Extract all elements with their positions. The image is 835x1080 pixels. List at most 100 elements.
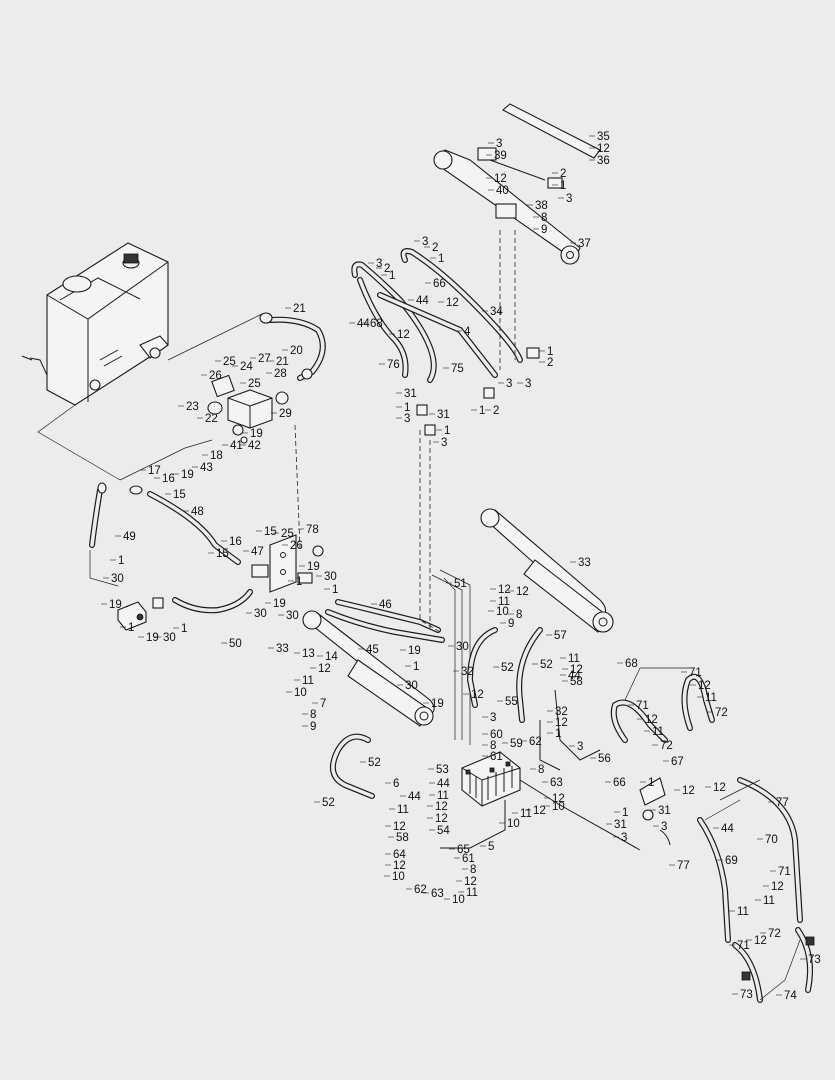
callout-12: 12 [645, 714, 658, 726]
callout-19: 19 [109, 599, 122, 611]
callout-19: 19 [273, 598, 286, 610]
callout-31: 31 [658, 805, 671, 817]
callout-12: 12 [393, 860, 406, 872]
callout-4: 4 [464, 326, 471, 338]
callout-7: 7 [320, 698, 326, 710]
callout-2: 2 [384, 263, 390, 275]
callout-11: 11 [568, 653, 580, 665]
callout-12: 12 [516, 586, 529, 598]
callout-36: 36 [597, 155, 610, 167]
callout-67: 67 [671, 756, 684, 768]
callout-11: 11 [302, 675, 314, 687]
callout-59: 59 [510, 738, 523, 750]
tilt-cylinder-top [433, 103, 601, 265]
callout-33: 33 [276, 643, 289, 655]
callout-72: 72 [660, 740, 673, 752]
callout-30: 30 [163, 632, 176, 644]
callout-54: 54 [437, 825, 450, 837]
callout-10: 10 [294, 687, 307, 699]
callout-31: 31 [437, 409, 450, 421]
callout-41: 41 [230, 440, 243, 452]
callout-12: 12 [435, 813, 448, 825]
callout-34: 34 [490, 306, 503, 318]
callout-53: 53 [436, 764, 449, 776]
callout-12: 12 [318, 663, 331, 675]
callout-10: 10 [452, 894, 465, 906]
callout-19: 19 [181, 469, 194, 481]
leader-lines-valve [431, 569, 471, 745]
callout-61: 61 [490, 751, 503, 763]
callout-68: 68 [370, 318, 383, 330]
callout-1: 1 [555, 728, 561, 740]
callout-8: 8 [516, 609, 522, 621]
callout-10: 10 [392, 871, 405, 883]
callout-63: 63 [431, 888, 444, 900]
callout-16: 16 [162, 473, 175, 485]
callout-44: 44 [416, 295, 429, 307]
leader-tank-pump [167, 313, 263, 361]
callout-22: 22 [205, 413, 218, 425]
callout-1: 1 [622, 807, 628, 819]
lift-cylinder-left [302, 610, 435, 727]
callout-3: 3 [404, 413, 410, 425]
callout-52: 52 [540, 659, 553, 671]
callout-30: 30 [324, 571, 337, 583]
callout-57: 57 [554, 630, 567, 642]
callout-12: 12 [597, 143, 610, 155]
callout-8: 8 [538, 764, 544, 776]
callout-14: 14 [325, 651, 338, 663]
callout-73: 73 [740, 989, 753, 1001]
callout-19: 19 [307, 561, 320, 573]
callout-62: 62 [529, 736, 542, 748]
callout-1: 1 [404, 402, 410, 414]
callout-1: 1 [389, 270, 395, 282]
callout-3: 3 [441, 437, 447, 449]
callout-30: 30 [456, 641, 469, 653]
callout-3: 3 [661, 821, 667, 833]
callout-8: 8 [470, 864, 476, 876]
callout-60: 60 [490, 729, 503, 741]
callout-44: 44 [408, 791, 421, 803]
return-hoses [89, 482, 241, 587]
callout-11: 11 [652, 726, 664, 738]
callout-12: 12 [498, 584, 511, 596]
callout-1: 1 [332, 584, 338, 596]
callout-3: 3 [422, 236, 428, 248]
callout-44: 44 [721, 823, 734, 835]
callout-12: 12 [435, 801, 448, 813]
callout-11: 11 [520, 808, 532, 820]
callout-11: 11 [498, 596, 510, 608]
callout-25: 25 [223, 356, 236, 368]
callout-25: 25 [281, 528, 294, 540]
callout-69: 69 [725, 855, 738, 867]
callout-12: 12 [570, 664, 583, 676]
callout-1: 1 [648, 777, 654, 789]
leader-tank-suction [37, 404, 121, 481]
callout-56: 56 [598, 753, 611, 765]
callout-49: 49 [123, 531, 136, 543]
callout-10: 10 [507, 818, 520, 830]
callout-51: 51 [454, 578, 467, 590]
callout-39: 39 [494, 150, 507, 162]
callout-8: 8 [310, 709, 316, 721]
callout-12: 12 [464, 876, 477, 888]
callout-12: 12 [446, 297, 459, 309]
callout-18: 18 [210, 450, 223, 462]
callout-30: 30 [286, 610, 299, 622]
callout-50: 50 [229, 638, 242, 650]
auxiliary-pump [117, 597, 164, 631]
callout-1: 1 [118, 555, 124, 567]
callout-58: 58 [396, 832, 409, 844]
callout-3: 3 [566, 193, 572, 205]
callout-43: 43 [200, 462, 213, 474]
callout-48: 48 [191, 506, 204, 518]
callout-65: 65 [457, 844, 470, 856]
callout-3: 3 [376, 258, 382, 270]
callout-52: 52 [368, 757, 381, 769]
leader-lines-right [624, 667, 801, 1001]
callout-12: 12 [555, 717, 568, 729]
callout-12: 12 [698, 680, 711, 692]
valve-pipes [440, 689, 641, 851]
